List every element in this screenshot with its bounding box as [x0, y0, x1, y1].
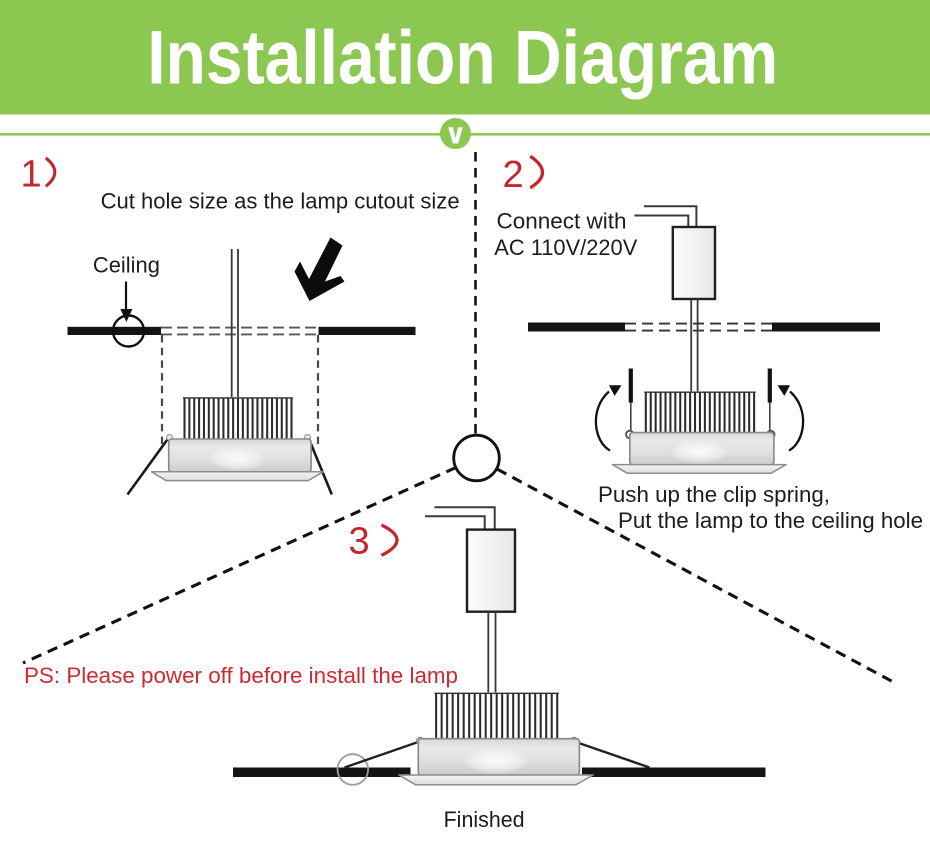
svg-text:Push up the clip spring,: Push up the clip spring,: [598, 482, 830, 507]
svg-text:Finished: Finished: [444, 807, 525, 832]
svg-text:AC 110V/220V: AC 110V/220V: [494, 235, 637, 260]
svg-text:2: 2: [503, 154, 524, 196]
svg-text:Cut hole size as the lamp cuto: Cut hole size as the lamp cutout size: [101, 189, 460, 214]
svg-text:PS: Please power off before in: PS: Please power off before install the …: [24, 663, 458, 688]
svg-text:Installation Diagram: Installation Diagram: [147, 16, 778, 101]
svg-text:Put the lamp to the ceiling ho: Put the lamp to the ceiling hole: [618, 508, 923, 533]
svg-text:Ceiling: Ceiling: [93, 253, 160, 278]
svg-text:1: 1: [21, 154, 42, 196]
svg-text:3: 3: [349, 521, 370, 563]
svg-text:Connect with: Connect with: [497, 209, 627, 234]
